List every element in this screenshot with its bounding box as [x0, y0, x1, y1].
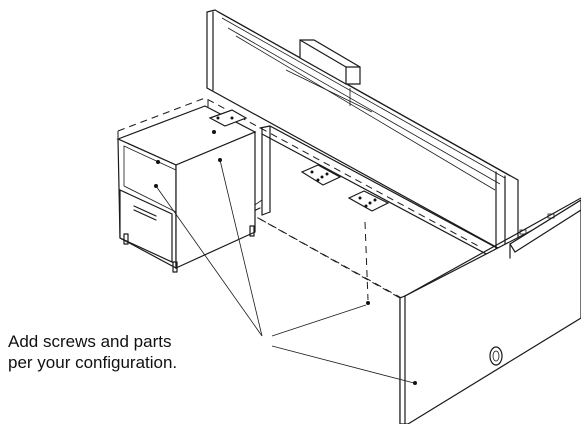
screen-panel: [206, 9, 519, 255]
callout-line-1: Add screws and parts: [8, 332, 172, 351]
bracket-right: [347, 190, 390, 212]
power-box: [299, 39, 361, 85]
leader-lines: [155, 159, 415, 384]
pedestal-cabinet: [116, 105, 257, 273]
instruction-callout: Add screws and parts per your configurat…: [8, 331, 177, 373]
callout-line-2: per your configuration.: [8, 353, 178, 372]
adjacent-desk: [509, 199, 581, 259]
bracket-left: [300, 164, 342, 186]
